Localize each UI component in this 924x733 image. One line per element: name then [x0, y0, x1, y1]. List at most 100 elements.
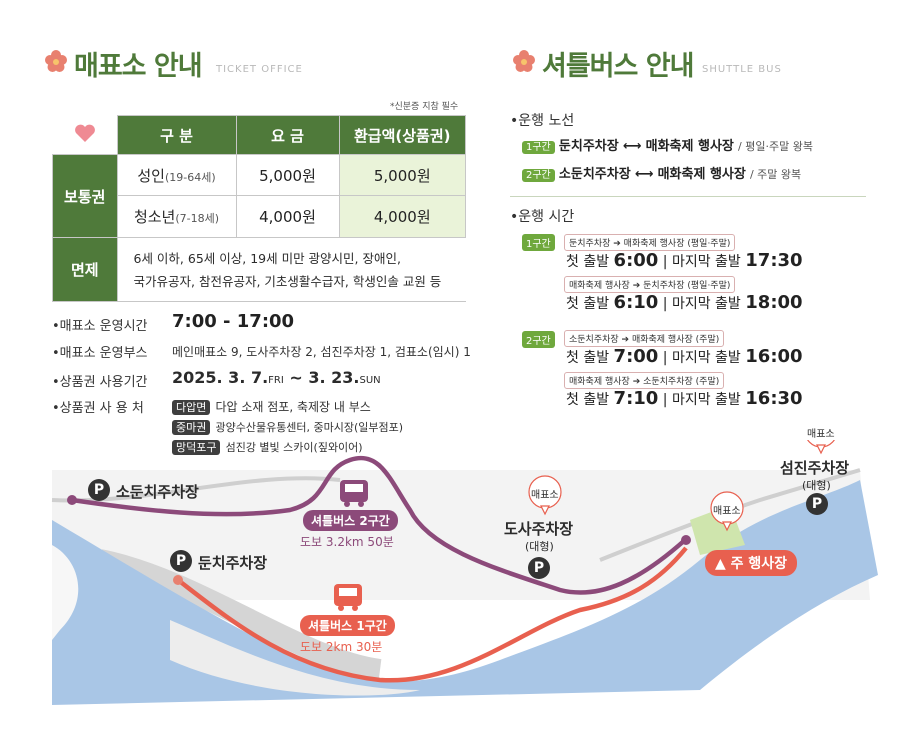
leg-to: 소둔치주차장 [643, 377, 693, 387]
route-2-endpoint [67, 495, 77, 505]
seomjin-size: (대형) [802, 479, 831, 492]
voucher-period: 2025. 3. 7.FRI ~ 3. 23.SUN [172, 368, 381, 387]
last-time: 18:00 [745, 292, 803, 313]
shuttle-route-1 [176, 546, 688, 683]
leg-pill: 둔치주차장 ➔ 매화축제 행사장 (평일·주말) [564, 234, 736, 251]
route-to: 매화축제 행사장 [645, 139, 734, 154]
voucher-place-label: •상품권 사 용 처 [52, 401, 144, 416]
bus-icon [340, 480, 368, 507]
header-refund: 환급액(상품권) [338, 115, 466, 155]
place-text: 광양수산물유통센터, 중마시장(일부점포) [215, 421, 404, 434]
leg-to: 둔치주차장 [643, 281, 685, 291]
shuttle-route-2 [71, 455, 687, 595]
leg-times: 첫 출발 6:10 | 마지막 출발 18:00 [566, 292, 803, 313]
parking-icon: P [170, 550, 192, 572]
voucher-period-start: 2025. 3. 7. [172, 368, 269, 387]
place-tag: 다압면 [172, 400, 211, 415]
section-tag: 1구간 [522, 234, 555, 251]
first-label: 첫 출발 [566, 392, 610, 408]
adult-price: 5,000원 [235, 154, 340, 196]
youth-price: 4,000원 [235, 195, 340, 238]
leg-days: (평일·주말) [687, 239, 731, 249]
youth-cell: 청소년(7-18세) [116, 195, 237, 238]
route-tag: 1구간 [522, 141, 555, 154]
place-text: 섬진강 별빛 스카이(짚와이어) [225, 441, 363, 454]
leg-days: (평일·주말) [687, 281, 731, 291]
routes-heading: •운행 노선 [510, 113, 575, 129]
heart-icon [74, 124, 95, 142]
exempt-label: 면제 [52, 237, 118, 302]
header-price: 요 금 [235, 115, 340, 155]
route-tag: 2구간 [522, 169, 555, 182]
place-tag: 중마권 [172, 420, 211, 435]
first-time: 7:10 [613, 388, 659, 409]
bus2-label: 셔틀버스 2구간 [303, 510, 398, 531]
last-label: 마지막 출발 [671, 350, 741, 366]
ticket-bubble [710, 491, 744, 532]
times-heading: •운행 시간 [510, 209, 575, 225]
map-road [51, 468, 861, 562]
id-note: *신분증 지참 필수 [390, 102, 459, 112]
first-label: 첫 출발 [566, 350, 610, 366]
parking-icon: P [528, 557, 550, 579]
bus2-walk: 도보 3.2km 50분 [300, 535, 394, 549]
last-time: 17:30 [745, 250, 803, 271]
divider [510, 196, 866, 197]
ticket-price-table: 구 분 요 금 환급액(상품권) 보통권 성인(19-64세) 5,000원 5… [52, 115, 466, 302]
last-time: 16:30 [745, 388, 803, 409]
exempt-text-line1: 6세 이하, 65세 이상, 19세 미만 광양시민, 장애인, [133, 250, 401, 266]
leg-from: 매화축제 행사장 [569, 281, 630, 291]
flower-icon [45, 50, 67, 72]
parking-icon: P [88, 479, 110, 501]
youth-refund: 4,000원 [338, 195, 466, 238]
leg-pill: 매화축제 행사장 ➔ 둔치주차장 (평일·주말) [564, 276, 736, 293]
route-1: 1구간 둔치주차장 ⟷ 매화축제 행사장 / 평일·주말 왕복 [522, 135, 813, 154]
dosa-size: (대형) [525, 540, 554, 553]
sandbar [170, 620, 420, 696]
route-to: 매화축제 행사장 [657, 167, 746, 182]
dosa-label: 도사주차장 [504, 520, 574, 538]
hours-value: 7:00 - 17:00 [172, 311, 295, 332]
double-arrow-icon: ⟷ [634, 167, 654, 182]
regular-ticket-label: 보통권 [52, 154, 118, 238]
leg-from: 매화축제 행사장 [569, 377, 630, 387]
map-land [52, 545, 79, 640]
leg-times: 첫 출발 6:00 | 마지막 출발 17:30 [566, 250, 803, 271]
ticket-bubble [807, 440, 835, 455]
river [52, 480, 878, 705]
seomjin-label: 섬진주차장 [780, 459, 850, 477]
voucher-period-sun: SUN [359, 375, 381, 386]
voucher-period-label: •상품권 사용기간 [52, 375, 148, 390]
booths-label: •매표소 운영부스 [52, 346, 148, 361]
voucher-period-sep: ~ [283, 368, 309, 387]
leg-pill: 매화축제 행사장 ➔ 소둔치주차장 (주말) [564, 372, 725, 389]
hours-label: •매표소 운영시간 [52, 319, 148, 334]
heart-cell [52, 115, 117, 155]
leg-times: 첫 출발 7:10 | 마지막 출발 16:30 [566, 388, 803, 409]
adult-cell: 성인(19-64세) [116, 154, 237, 196]
route-2-endpoint [681, 535, 691, 545]
bus1-label: 셔틀버스 1구간 [300, 615, 395, 636]
adult-age: (19-64세) [164, 170, 216, 184]
voucher-place-3: 망덕포구 섬진강 별빛 스카이(짚와이어) [172, 436, 363, 455]
ticket-office-title: 매표소 안내 [74, 51, 203, 82]
last-time: 16:00 [745, 346, 803, 367]
leg-from: 둔치주차장 [569, 239, 611, 249]
route-note: / 평일·주말 왕복 [738, 140, 813, 153]
first-label: 첫 출발 [566, 296, 610, 312]
adult-label: 성인 [137, 166, 165, 185]
venue-pin-icon: ▲ [715, 556, 726, 572]
route-note: / 주말 왕복 [749, 168, 802, 181]
main-venue-badge: ▲ 주 행사장 [705, 550, 798, 576]
first-label: 첫 출발 [566, 254, 610, 270]
leg-days: (주말) [695, 335, 720, 345]
booths-value: 메인매표소 9, 도사주차장 2, 섬진주차장 1, 검표소(임시) 1 [172, 345, 471, 359]
shuttle-title: 셔틀버스 안내 [542, 51, 694, 82]
leg-from: 소둔치주차장 [569, 335, 619, 345]
exempt-text-line2: 국가유공자, 참전유공자, 기초생활수급자, 학생인솔 교원 등 [133, 273, 442, 289]
parking-icon: P [806, 493, 828, 515]
exempt-cell: 6세 이하, 65세 이상, 19세 미만 광양시민, 장애인, 국가유공자, … [116, 237, 466, 302]
map-road [97, 549, 382, 681]
leg-times: 첫 출발 7:00 | 마지막 출발 16:00 [566, 346, 803, 367]
double-arrow-icon: ⟷ [622, 139, 642, 154]
